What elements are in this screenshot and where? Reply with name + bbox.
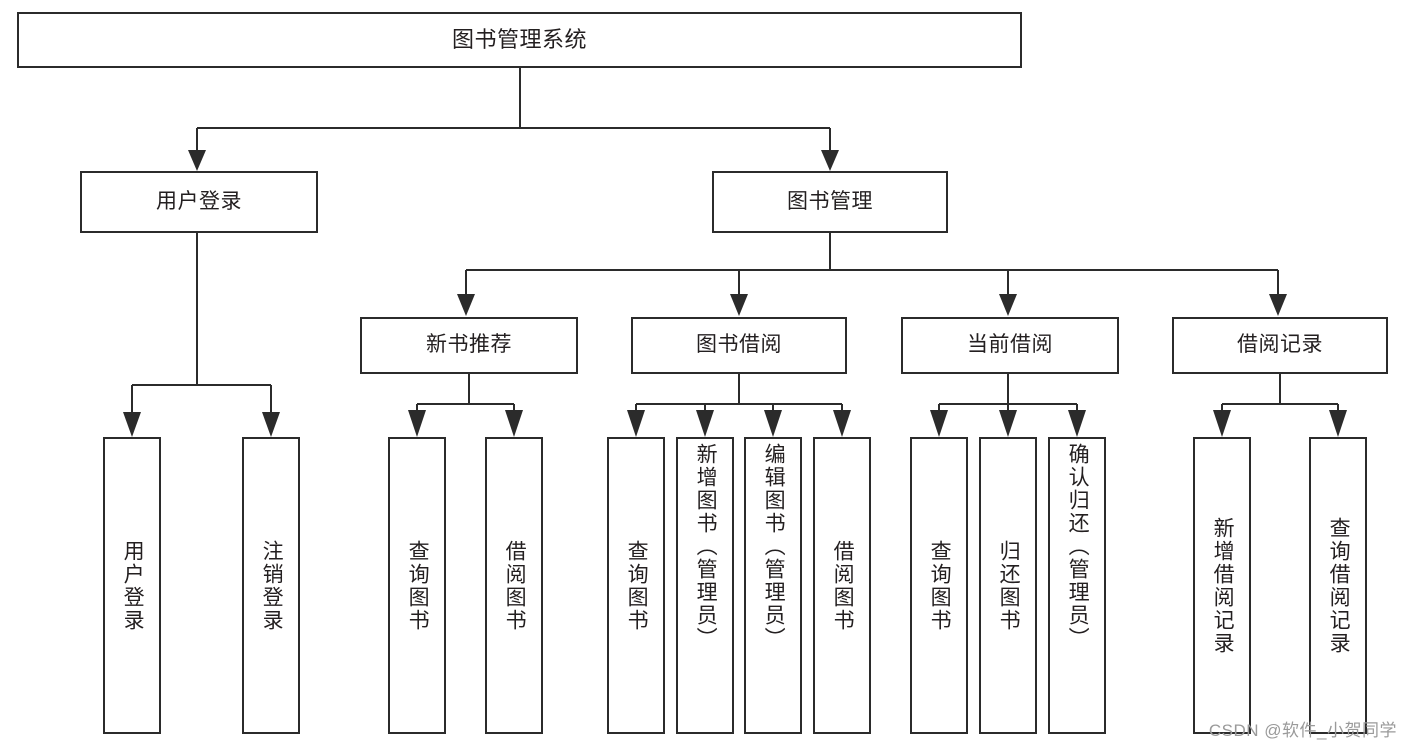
node-leaf-query-book-2-label: 查询图书 [625, 539, 649, 632]
node-leaf-return-book[interactable]: 归还图书 [979, 437, 1037, 734]
node-leaf-query-book-1-label: 查询图书 [406, 539, 430, 632]
arrow-cb-1 [930, 410, 948, 437]
node-leaf-borrow-book-1[interactable]: 借阅图书 [485, 437, 543, 734]
node-book-manage[interactable]: 图书管理 [712, 171, 948, 233]
arrow-bb-4 [833, 410, 851, 437]
node-new-book-recommend-label: 新书推荐 [426, 333, 512, 357]
node-leaf-add-record[interactable]: 新增借阅记录 [1193, 437, 1251, 734]
node-leaf-query-book-3-label: 查询图书 [928, 539, 952, 632]
node-leaf-edit-book[interactable]: 编辑图书（管理员） [744, 437, 802, 734]
node-leaf-query-record-label: 查询借阅记录 [1327, 516, 1351, 655]
arrow-borrow-record [1269, 294, 1287, 316]
arrow-br-2 [1329, 410, 1347, 437]
node-leaf-confirm-return-label: 确认归还（管理员） [1066, 443, 1090, 650]
arrow-bb-3 [764, 410, 782, 437]
node-user-login-label: 用户登录 [156, 189, 242, 213]
node-leaf-logout-login-label: 注销登录 [260, 539, 284, 632]
node-leaf-add-record-label: 新增借阅记录 [1211, 516, 1235, 655]
node-root[interactable]: 图书管理系统 [17, 12, 1022, 68]
node-leaf-edit-book-label: 编辑图书（管理员） [762, 443, 786, 650]
arrow-cb-2 [999, 410, 1017, 437]
arrow-leaf-logout [262, 412, 280, 437]
node-leaf-query-book-2[interactable]: 查询图书 [607, 437, 665, 734]
node-borrow-record-label: 借阅记录 [1237, 333, 1323, 357]
node-leaf-add-book-label: 新增图书（管理员） [694, 443, 718, 650]
node-book-manage-label: 图书管理 [787, 189, 873, 213]
arrow-new-book [457, 294, 475, 316]
node-leaf-user-login-label: 用户登录 [121, 539, 145, 632]
arrow-leaf-user-login [123, 412, 141, 437]
arrow-current-borrow [999, 294, 1017, 316]
arrow-bb-2 [696, 410, 714, 437]
node-current-borrow-label: 当前借阅 [967, 333, 1053, 357]
arrow-book-manage [821, 150, 839, 171]
node-borrow-record[interactable]: 借阅记录 [1172, 317, 1388, 374]
node-book-borrow[interactable]: 图书借阅 [631, 317, 847, 374]
node-leaf-add-book[interactable]: 新增图书（管理员） [676, 437, 734, 734]
node-leaf-borrow-book-2[interactable]: 借阅图书 [813, 437, 871, 734]
node-user-login[interactable]: 用户登录 [80, 171, 318, 233]
node-new-book-recommend[interactable]: 新书推荐 [360, 317, 578, 374]
arrow-cb-3 [1068, 410, 1086, 437]
node-current-borrow[interactable]: 当前借阅 [901, 317, 1119, 374]
node-leaf-query-book-1[interactable]: 查询图书 [388, 437, 446, 734]
node-root-label: 图书管理系统 [451, 27, 587, 53]
node-leaf-confirm-return[interactable]: 确认归还（管理员） [1048, 437, 1106, 734]
node-leaf-query-book-3[interactable]: 查询图书 [910, 437, 968, 734]
node-leaf-user-login[interactable]: 用户登录 [103, 437, 161, 734]
arrow-nb-2 [505, 410, 523, 437]
arrow-user-login [188, 150, 206, 171]
node-leaf-borrow-book-1-label: 借阅图书 [503, 539, 527, 632]
node-leaf-borrow-book-2-label: 借阅图书 [831, 539, 855, 632]
node-leaf-logout-login[interactable]: 注销登录 [242, 437, 300, 734]
node-leaf-return-book-label: 归还图书 [997, 539, 1021, 632]
arrow-nb-1 [408, 410, 426, 437]
arrow-book-borrow [730, 294, 748, 316]
node-leaf-query-record[interactable]: 查询借阅记录 [1309, 437, 1367, 734]
arrow-bb-1 [627, 410, 645, 437]
node-book-borrow-label: 图书借阅 [696, 333, 782, 357]
arrow-br-1 [1213, 410, 1231, 437]
csdn-watermark: CSDN @软件_小贺同学 [1208, 721, 1397, 740]
